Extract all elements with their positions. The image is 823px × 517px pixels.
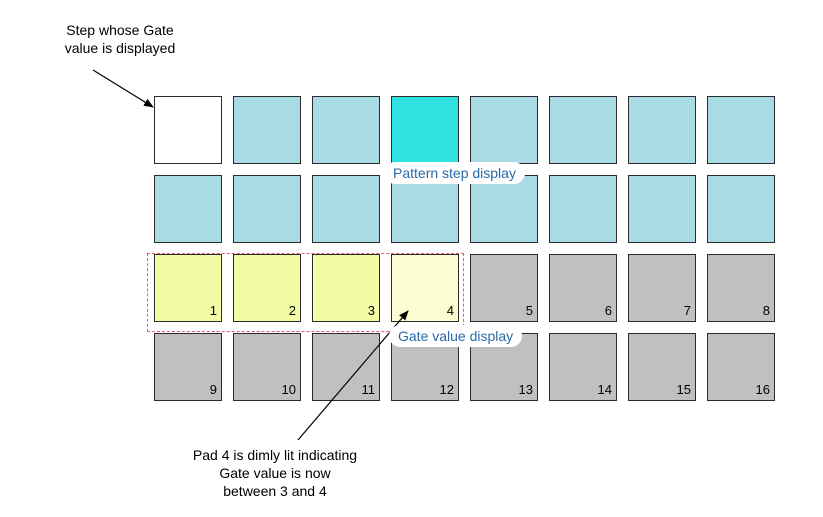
pad-r1-c3[interactable] — [312, 96, 380, 164]
pad-r1-c6[interactable] — [549, 96, 617, 164]
pad-number: 12 — [439, 382, 454, 397]
pad-r2-c6[interactable] — [549, 175, 617, 243]
pad4-annotation-line: Gate value is now — [219, 465, 331, 481]
pad-r4-c2[interactable]: 10 — [233, 333, 301, 401]
pattern-step-display-label: Pattern step display — [384, 162, 525, 184]
pad-r2-c4[interactable] — [391, 175, 459, 243]
pad4-annotation-line: Pad 4 is dimly lit indicating — [192, 447, 358, 463]
pad-number: 8 — [762, 303, 770, 318]
pad-number: 9 — [209, 382, 217, 397]
pad4-annotation-line: between 3 and 4 — [223, 483, 327, 499]
pad-r1-c1[interactable] — [154, 96, 222, 164]
step-annotation-line: value is displayed — [64, 40, 176, 56]
pad-r2-c7[interactable] — [628, 175, 696, 243]
pad-r1-c2[interactable] — [233, 96, 301, 164]
pad-r1-c8[interactable] — [707, 96, 775, 164]
pad-number: 11 — [361, 382, 376, 397]
pad-r4-c8[interactable]: 16 — [707, 333, 775, 401]
pad-number: 2 — [288, 303, 296, 318]
pad-number: 16 — [755, 382, 770, 397]
pad-number: 15 — [676, 382, 691, 397]
pad-r4-c6[interactable]: 14 — [549, 333, 617, 401]
pad-r4-c7[interactable]: 15 — [628, 333, 696, 401]
pad-r2-c1[interactable] — [154, 175, 222, 243]
pad-number: 6 — [604, 303, 612, 318]
step-arrow — [92, 69, 154, 108]
gate-value-display-label: Gate value display — [389, 325, 523, 347]
pad-number: 14 — [597, 382, 612, 397]
step-annotation: Step whose Gate value is displayed — [30, 21, 210, 57]
pad-r3-c7[interactable]: 7 — [628, 254, 696, 322]
pad-r3-c6[interactable]: 6 — [549, 254, 617, 322]
pad-number: 4 — [446, 303, 454, 318]
pad-number: 1 — [209, 303, 217, 318]
pad-r3-c5[interactable]: 5 — [470, 254, 538, 322]
pad-r3-c3[interactable]: 3 — [312, 254, 380, 322]
pad-r3-c1[interactable]: 1 — [154, 254, 222, 322]
pad-r4-c3[interactable]: 11 — [312, 333, 380, 401]
pad-r2-c2[interactable] — [233, 175, 301, 243]
pad-r4-c1[interactable]: 9 — [154, 333, 222, 401]
pad4-annotation: Pad 4 is dimly lit indicating Gate value… — [150, 446, 400, 500]
pad-r3-c8[interactable]: 8 — [707, 254, 775, 322]
step-annotation-line: Step whose Gate — [66, 22, 174, 38]
pad-r2-c3[interactable] — [312, 175, 380, 243]
pad-r2-c8[interactable] — [707, 175, 775, 243]
pad-r2-c5[interactable] — [470, 175, 538, 243]
pad-number: 13 — [518, 382, 533, 397]
pad-r3-c2[interactable]: 2 — [233, 254, 301, 322]
gate-value-highlight-box — [147, 253, 464, 332]
pad-number: 7 — [683, 303, 691, 318]
pad-number: 10 — [281, 382, 296, 397]
pad-r1-c7[interactable] — [628, 96, 696, 164]
pad-number: 3 — [367, 303, 375, 318]
pad-number: 5 — [525, 303, 533, 318]
